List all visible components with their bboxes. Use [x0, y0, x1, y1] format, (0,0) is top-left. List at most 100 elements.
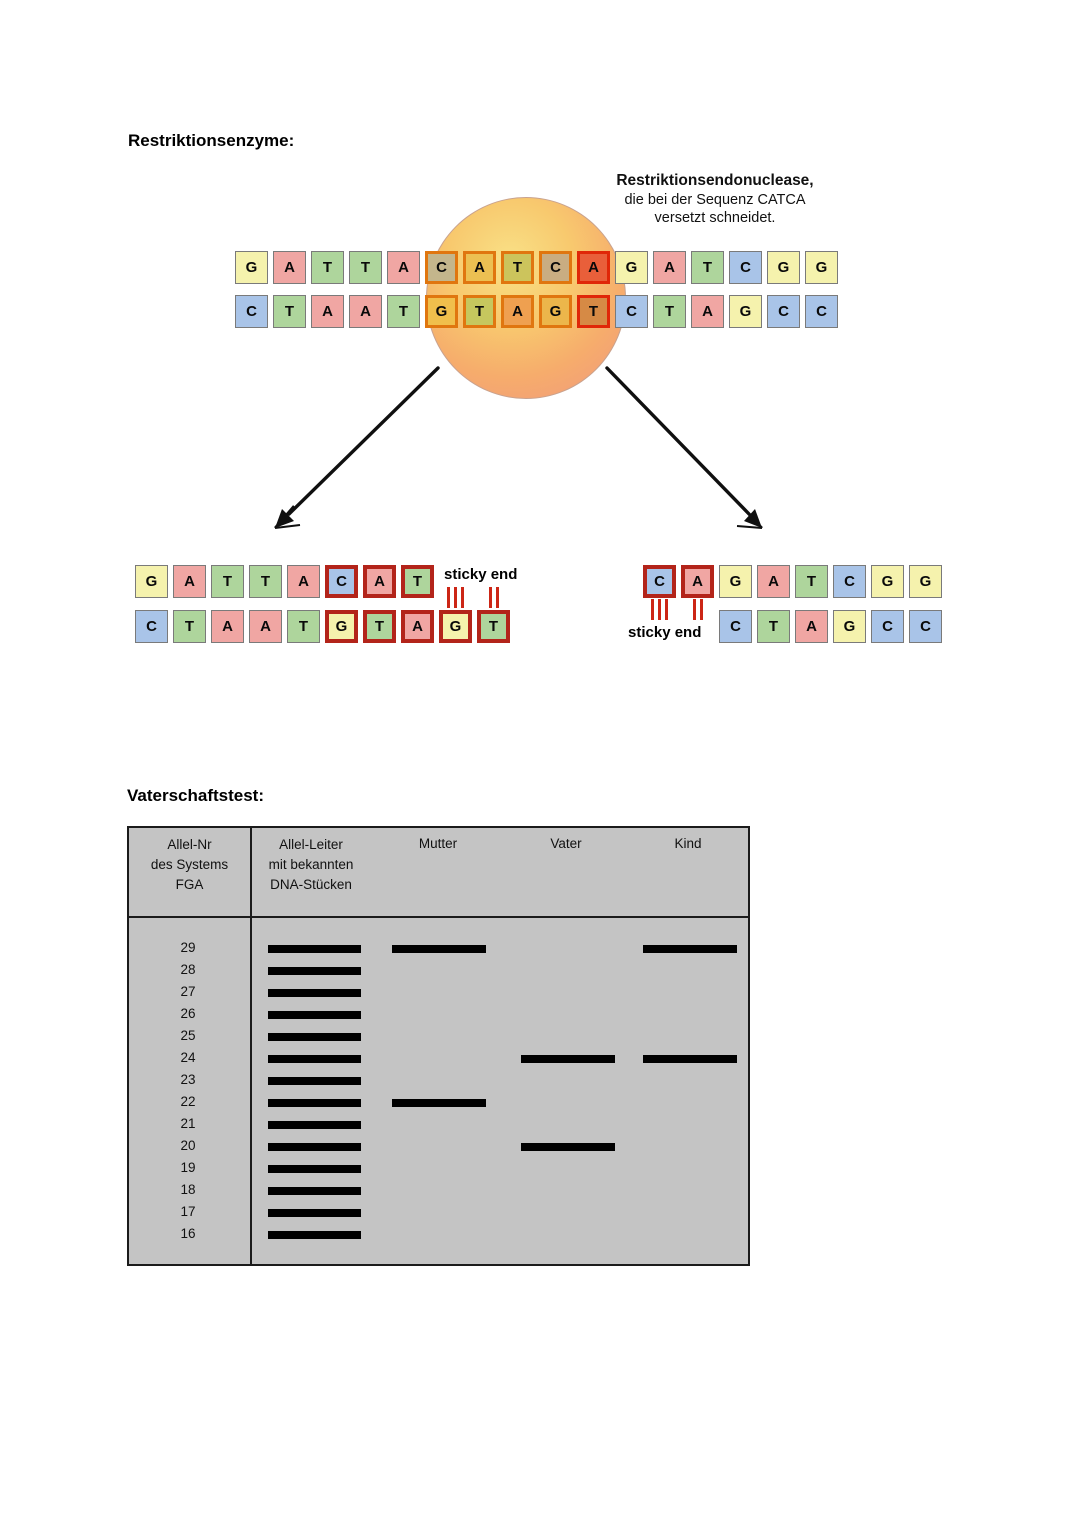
- base-box-t: T: [287, 610, 320, 643]
- ladder-band-24: [268, 1055, 361, 1063]
- base-box-c: C: [871, 610, 904, 643]
- base-box-t: T: [349, 251, 382, 284]
- base-box-a: A: [501, 295, 534, 328]
- base-box-a: A: [653, 251, 686, 284]
- base-box-g: G: [439, 610, 472, 643]
- kind-band-29: [643, 945, 737, 953]
- base-box-g: G: [325, 610, 358, 643]
- base-box-c: C: [805, 295, 838, 328]
- gel-lane-label-vater: Vater: [550, 836, 582, 851]
- mutter-band-22: [392, 1099, 486, 1107]
- base-box-t: T: [173, 610, 206, 643]
- base-box-c: C: [615, 295, 648, 328]
- base-box-a: A: [311, 295, 344, 328]
- allele-number-22: 22: [180, 1094, 196, 1109]
- enzyme-annotation-line3: versetzt schneidet.: [654, 210, 776, 226]
- hydrogen-bond-tick: [495, 587, 499, 608]
- allele-number-18: 18: [180, 1182, 196, 1197]
- allele-number-25: 25: [180, 1028, 196, 1043]
- base-box-t: T: [653, 295, 686, 328]
- allele-number-16: 16: [180, 1226, 196, 1241]
- base-box-a: A: [387, 251, 420, 284]
- ladder-band-18: [268, 1187, 361, 1195]
- base-box-a: A: [401, 610, 434, 643]
- hydrogen-bond-tick: [699, 599, 703, 620]
- base-box-t: T: [401, 565, 434, 598]
- base-box-c: C: [425, 251, 458, 284]
- base-box-a: A: [757, 565, 790, 598]
- base-box-g: G: [767, 251, 800, 284]
- cut-result-arrows: [274, 366, 763, 529]
- enzyme-annotation: Restriktionsendonuclease, die bei der Se…: [575, 172, 855, 228]
- ladder-band-28: [268, 967, 361, 975]
- vater-band-20: [521, 1143, 615, 1151]
- ladder-band-16: [268, 1231, 361, 1239]
- gel-header-separator: [129, 916, 748, 918]
- base-box-g: G: [805, 251, 838, 284]
- base-box-t: T: [577, 295, 610, 328]
- base-box-g: G: [135, 565, 168, 598]
- ladder-band-17: [268, 1209, 361, 1217]
- ladder-band-19: [268, 1165, 361, 1173]
- base-box-g: G: [615, 251, 648, 284]
- base-box-t: T: [795, 565, 828, 598]
- hydrogen-bond-tick: [692, 599, 696, 620]
- allele-number-23: 23: [180, 1072, 196, 1087]
- base-box-t: T: [757, 610, 790, 643]
- allele-number-26: 26: [180, 1006, 196, 1021]
- base-box-a: A: [363, 565, 396, 598]
- enzyme-annotation-line2: die bei der Sequenz CATCA: [624, 191, 806, 208]
- hydrogen-bond-tick: [461, 587, 464, 608]
- base-box-g: G: [871, 565, 904, 598]
- base-box-c: C: [643, 565, 676, 598]
- ladder-band-27: [268, 989, 361, 997]
- section-title-vaterschaftstest: Vaterschaftstest:: [127, 786, 265, 805]
- base-box-a: A: [173, 565, 206, 598]
- base-box-t: T: [273, 295, 306, 328]
- arrow-right-icon: [605, 366, 763, 529]
- base-box-t: T: [501, 251, 534, 284]
- base-box-c: C: [767, 295, 800, 328]
- base-box-a: A: [795, 610, 828, 643]
- base-box-c: C: [539, 251, 572, 284]
- gel-lane-label-mutter: Mutter: [418, 836, 458, 851]
- ladder-band-23: [268, 1077, 361, 1085]
- gel-column-divider: [250, 828, 252, 1264]
- base-box-t: T: [477, 610, 510, 643]
- gel-header-line-text: FGA: [175, 877, 204, 892]
- base-box-a: A: [273, 251, 306, 284]
- base-box-c: C: [719, 610, 752, 643]
- base-box-a: A: [681, 565, 714, 598]
- sticky-end-label-right: sticky end: [628, 624, 702, 641]
- base-box-t: T: [387, 295, 420, 328]
- gel-header-line-text: DNA-Stücken: [270, 877, 352, 892]
- base-box-a: A: [691, 295, 724, 328]
- base-box-t: T: [463, 295, 496, 328]
- hydrogen-bond-tick: [665, 599, 668, 620]
- base-box-g: G: [729, 295, 762, 328]
- base-box-a: A: [287, 565, 320, 598]
- ladder-band-21: [268, 1121, 361, 1129]
- base-box-g: G: [719, 565, 752, 598]
- gel-header-line-text: mit bekannten: [268, 857, 354, 872]
- gel-header-line-text: Allel-Leiter: [279, 837, 343, 852]
- gel-header-line-text: Allel-Nr: [167, 837, 212, 852]
- base-box-a: A: [349, 295, 382, 328]
- allele-number-21: 21: [180, 1116, 196, 1131]
- allele-number-17: 17: [180, 1204, 196, 1219]
- gel-header-line-text: des Systems: [150, 857, 229, 872]
- gel-lane-label-kind: Kind: [674, 836, 702, 851]
- base-box-c: C: [729, 251, 762, 284]
- base-box-a: A: [211, 610, 244, 643]
- base-box-t: T: [311, 251, 344, 284]
- base-box-a: A: [463, 251, 496, 284]
- ladder-band-29: [268, 945, 361, 953]
- base-box-c: C: [909, 610, 942, 643]
